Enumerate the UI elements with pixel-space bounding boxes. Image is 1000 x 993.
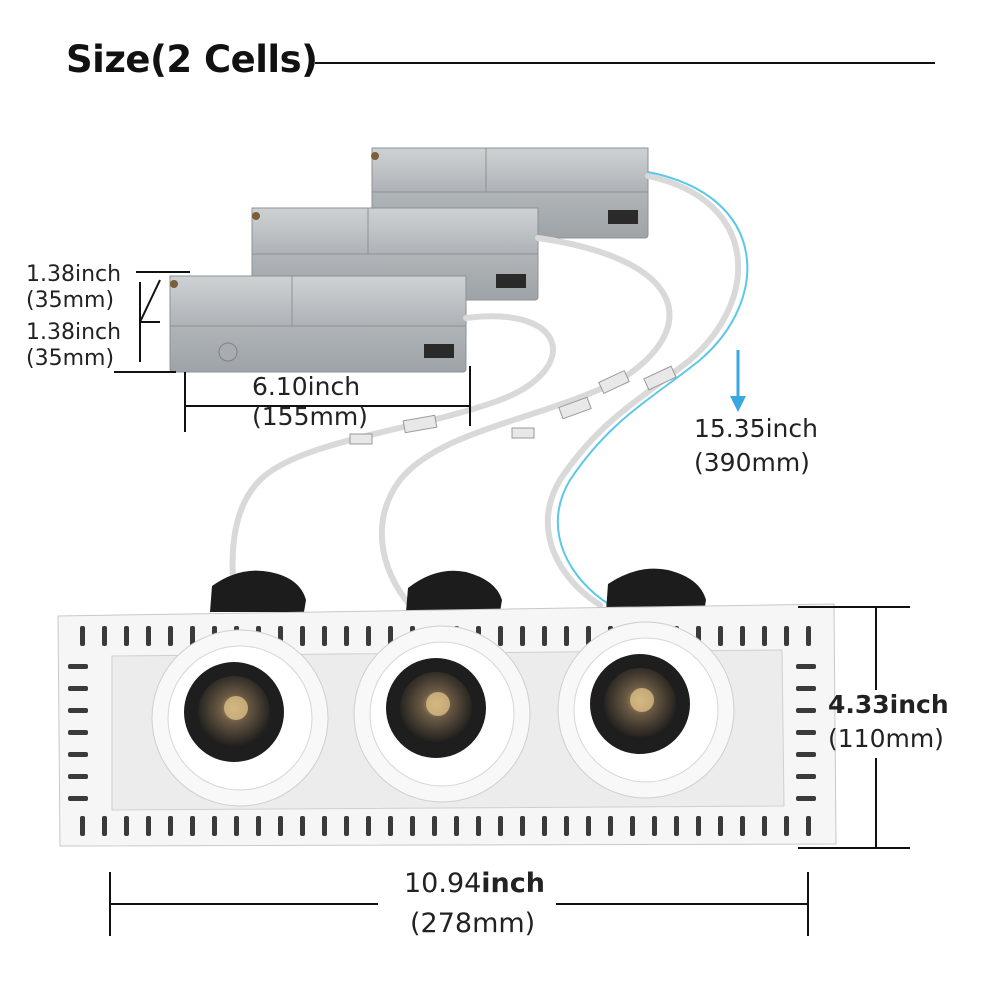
trim-slot (498, 816, 503, 836)
trim-slot (796, 796, 816, 801)
trim-slot (68, 664, 88, 669)
trim-slot (146, 816, 151, 836)
trim-slot (564, 626, 569, 646)
trim-slot (520, 816, 525, 836)
trim-slot (784, 816, 789, 836)
trim-slot (498, 626, 503, 646)
trim-slot (410, 816, 415, 836)
trim-slot (630, 816, 635, 836)
trim-slot (68, 708, 88, 713)
cable-length-arrow (730, 350, 746, 412)
trim-slot (718, 816, 723, 836)
lamp-module (557, 621, 735, 799)
trim-slot (520, 626, 525, 646)
trim-slot (796, 774, 816, 779)
page-title: Size(2 Cells) (66, 38, 318, 81)
trim-slot (608, 816, 613, 836)
trim-slot (300, 626, 305, 646)
trim-slot (432, 816, 437, 836)
trim-slot (278, 816, 283, 836)
trim-slot (740, 626, 745, 646)
trim-slot (796, 686, 816, 691)
trim-slot (366, 816, 371, 836)
cables (229, 171, 749, 608)
trim-slot (102, 626, 107, 646)
driver-height-bottom-inch: 1.38inch (26, 320, 122, 345)
lamp-modules (151, 621, 735, 807)
cable-length-mm: (390mm) (694, 448, 810, 477)
trim-slot (124, 626, 129, 646)
trim-slot (68, 774, 88, 779)
trim-slot (674, 816, 679, 836)
trim-slot (68, 730, 88, 735)
trim-slot (388, 816, 393, 836)
trim-slot (234, 816, 239, 836)
trim-slot (146, 626, 151, 646)
trim-slot (168, 816, 173, 836)
driver-height-top-inch: 1.38inch (26, 262, 122, 287)
trim-slot (796, 664, 816, 669)
trim-slot (454, 816, 459, 836)
driver-length-inch: 6.10inch (252, 372, 361, 401)
trim-slot (80, 626, 85, 646)
trim-slot (80, 816, 85, 836)
trim-slot (542, 816, 547, 836)
trim-width-inch: 10.94inch (404, 870, 545, 897)
trim-slot (762, 816, 767, 836)
trim-height-mm: (110mm) (828, 724, 944, 753)
trim-slot (212, 816, 217, 836)
heatsinks (210, 568, 706, 612)
lamp-module (151, 629, 329, 807)
title-rule (315, 62, 935, 64)
trim-slot (476, 816, 481, 836)
cable-length-inch: 15.35inch (694, 414, 818, 443)
trim-slot (652, 816, 657, 836)
driver-length-mm: (155mm) (252, 402, 368, 431)
driver-box-front (169, 275, 467, 373)
trim-slot (344, 626, 349, 646)
trim-slot (564, 816, 569, 836)
trim-slot (796, 752, 816, 757)
trim-slot (168, 626, 173, 646)
trim-slot (586, 626, 591, 646)
trim-slot (366, 626, 371, 646)
trim-slot (796, 730, 816, 735)
trim-slot (190, 626, 195, 646)
trim-slot (806, 626, 811, 646)
trim-width-unit: inch (481, 868, 545, 899)
trim-slot (762, 626, 767, 646)
trim-slot (322, 626, 327, 646)
trim-height-inch: 4.33inch (828, 690, 949, 719)
trim-slot (740, 816, 745, 836)
trim-slot (68, 796, 88, 801)
trim-slot (388, 626, 393, 646)
trim-slot (718, 626, 723, 646)
trim-slot (542, 626, 547, 646)
driver-height-top-mm: (35mm) (26, 288, 115, 313)
trim-slot (796, 708, 816, 713)
trim-slot (696, 816, 701, 836)
dimension-lines (109, 271, 910, 936)
trim-width-mm: (278mm) (410, 908, 536, 939)
lamp-module (353, 625, 531, 803)
driver-height-bottom-mm: (35mm) (26, 346, 115, 371)
trim-slot (300, 816, 305, 836)
trim-slot (68, 686, 88, 691)
trim-slot (256, 816, 261, 836)
trim-width-value: 10.94 (404, 868, 482, 899)
trim-slot (586, 816, 591, 836)
trim-slot (344, 816, 349, 836)
trim-slot (190, 816, 195, 836)
trim-slot (68, 752, 88, 757)
trim-slot (784, 626, 789, 646)
trim-slot (806, 816, 811, 836)
trim-slot (102, 816, 107, 836)
trim-slot (124, 816, 129, 836)
trim-slot (322, 816, 327, 836)
